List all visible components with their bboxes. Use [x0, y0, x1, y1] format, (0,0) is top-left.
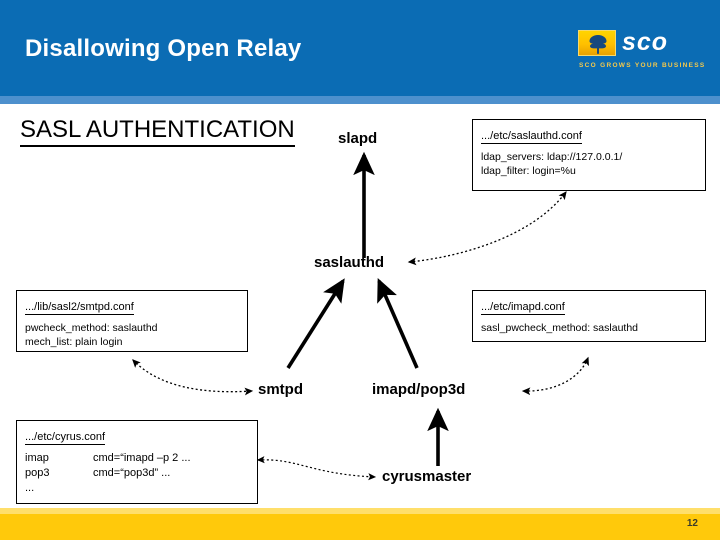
config-line: sasl_pwcheck_method: saslauthd [481, 322, 639, 334]
arrow-cyrusconf-to-cyrusmaster [256, 456, 377, 481]
slide-footer-band [0, 514, 720, 540]
arrow-saslauthdconf-to-saslauthd [407, 191, 567, 266]
config-box-saslauthd-conf: .../etc/saslauthd.conf ldap_servers: lda… [472, 119, 706, 191]
logo-tagline: SCO GROWS YOUR BUSINESS [579, 62, 706, 69]
config-line: ldap_servers: ldap://127.0.0.1/ [481, 151, 623, 163]
config-row-value: cmd=“imapd –p 2 ... [93, 452, 191, 464]
arrow-imapd-to-saslauthd [377, 278, 419, 369]
config-box-cyrus-conf: .../etc/cyrus.conf imap cmd=“imapd –p 2 … [16, 420, 258, 504]
logo-mark-square [578, 30, 616, 56]
footer-accent-stripe [0, 508, 720, 514]
page-number: 12 [686, 518, 698, 529]
tree-icon [589, 35, 607, 54]
config-row-key: pop3 [25, 467, 50, 479]
node-imapd-pop3d: imapd/pop3d [372, 381, 466, 398]
header-accent-stripe [0, 96, 720, 104]
config-row: pop3 cmd=“pop3d” ... [25, 466, 249, 481]
config-row: imap cmd=“imapd –p 2 ... [25, 451, 249, 466]
node-cyrusmaster: cyrusmaster [382, 468, 472, 485]
config-path-saslauthd-conf: .../etc/saslauthd.conf [481, 130, 582, 144]
config-box-imapd-conf: .../etc/imapd.conf sasl_pwcheck_method: … [472, 290, 706, 342]
config-box-smtpd-conf: .../lib/sasl2/smtpd.conf pwcheck_method:… [16, 290, 248, 352]
node-smtpd: smtpd [258, 381, 303, 398]
config-row: ... [25, 481, 249, 496]
section-title: SASL AUTHENTICATION [20, 116, 295, 147]
config-line: pwcheck_method: saslauthd [25, 322, 158, 334]
config-row-value: cmd=“pop3d” ... [93, 467, 171, 479]
arrow-smtpdconf-to-smtpd [132, 359, 254, 396]
config-path-cyrus-conf: .../etc/cyrus.conf [25, 431, 106, 445]
sco-logo: sco SCO GROWS YOUR BUSINESS [578, 28, 704, 76]
config-line: mech_list: plain login [25, 336, 123, 348]
node-saslauthd: saslauthd [314, 254, 385, 271]
page-title: Disallowing Open Relay [25, 35, 302, 62]
arrow-smtpd-to-saslauthd [286, 278, 345, 369]
logo-wordmark: sco [622, 28, 669, 56]
arrow-imapdconf-to-imapd [521, 356, 589, 396]
config-row-key: ... [25, 482, 35, 494]
config-path-smtpd-conf: .../lib/sasl2/smtpd.conf [25, 301, 134, 315]
config-row-key: imap [25, 452, 49, 464]
node-slapd: slapd [338, 130, 378, 147]
config-path-imapd-conf: .../etc/imapd.conf [481, 301, 565, 315]
config-line: ldap_filter: login=%u [481, 165, 576, 177]
